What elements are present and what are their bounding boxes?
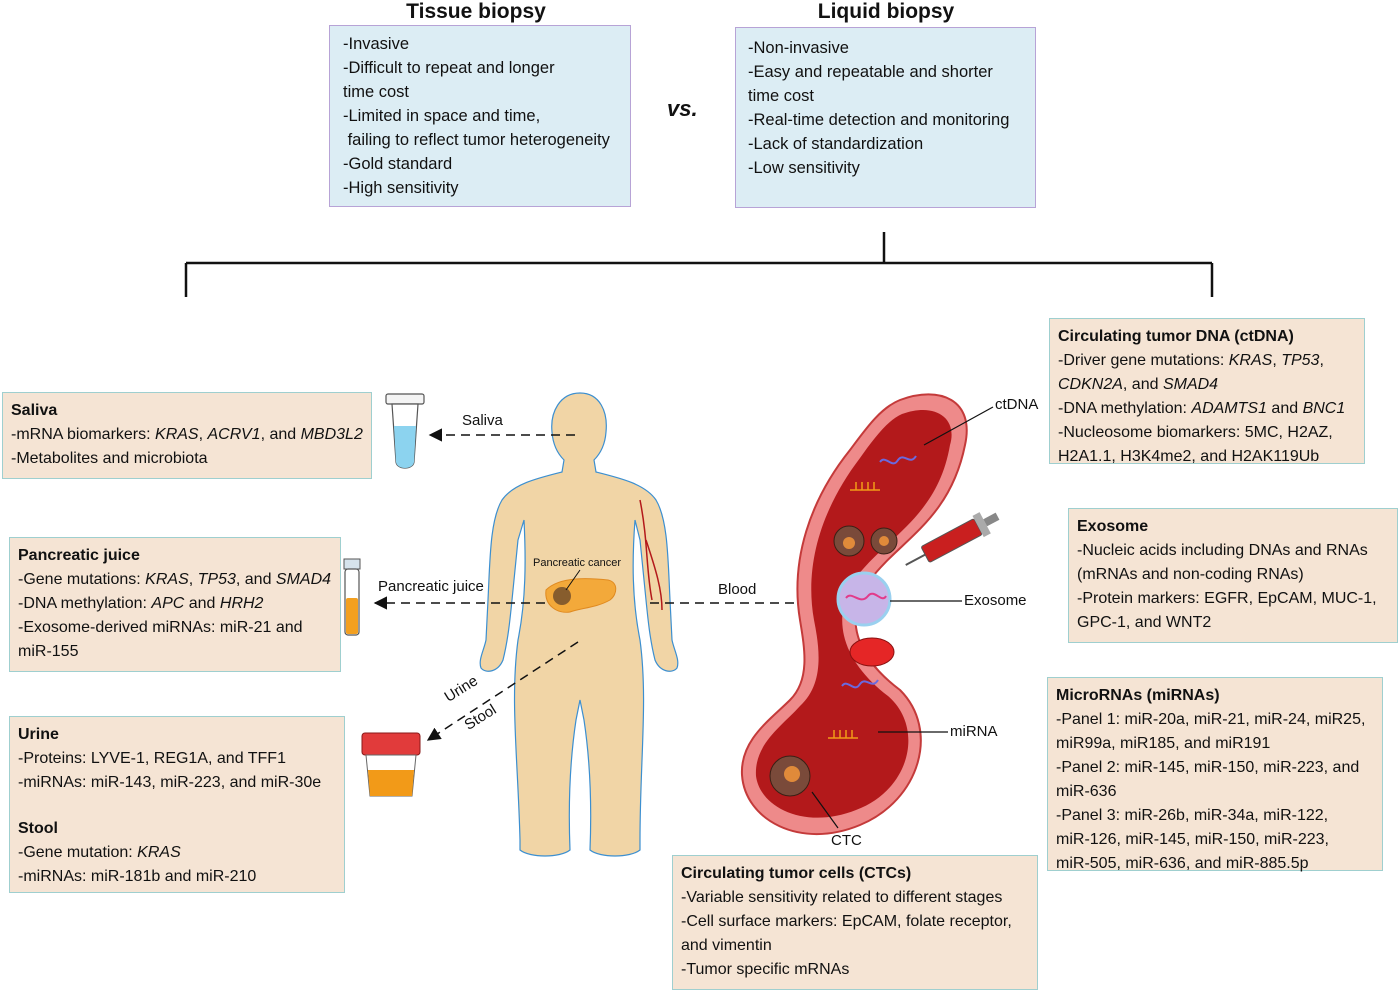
tissue-item: -High sensitivity	[343, 179, 459, 197]
pj-line-2: -DNA methylation: APC and HRH2	[18, 595, 264, 612]
ctdna-line-3: -DNA methylation: ADAMTS1 and BNC1	[1058, 400, 1346, 417]
urine-line-1: -Proteins: LYVE-1, REG1A, and TFF1	[18, 750, 286, 767]
stool-line-1: -Gene mutation: KRAS	[18, 844, 181, 861]
exosome-title: Exosome	[1077, 518, 1149, 535]
saliva-title: Saliva	[11, 402, 58, 419]
pancreatic-cancer-label: Pancreatic cancer	[533, 557, 622, 569]
mirna-item: -Panel 1: miR-20a, miR-21, miR-24, miR25…	[1056, 711, 1366, 728]
pj-line-3: -Exosome-derived miRNAs: miR-21 and	[18, 619, 303, 636]
tissue-item: time cost	[343, 83, 410, 101]
dashed-arrows	[373, 428, 814, 741]
pancreatic-juice-box: Pancreatic juice -Gene mutations: KRAS, …	[9, 537, 341, 672]
exosome-box: Exosome -Nucleic acids including DNAs an…	[1068, 508, 1398, 643]
saliva-box: Saliva -mRNA biomarkers: KRAS, ACRV1, an…	[2, 392, 372, 479]
tissue-item: -Gold standard	[343, 155, 453, 173]
pj-line-1: -Gene mutations: KRAS, TP53, and SMAD4	[18, 571, 332, 588]
liquid-biopsy-box: -Non-invasive -Easy and repeatable and s…	[735, 27, 1036, 208]
branch-bracket	[184, 232, 1214, 297]
mirna-title: MicroRNAs (miRNAs)	[1056, 687, 1220, 704]
urine-title: Urine	[18, 726, 59, 743]
mirna-item: -Panel 3: miR-26b, miR-34a, miR-122,	[1056, 807, 1329, 824]
exosome-item: GPC-1, and WNT2	[1077, 614, 1212, 631]
tissue-biopsy-title: Tissue biopsy	[406, 0, 546, 23]
exosome-item: -Protein markers: EGFR, EpCAM, MUC-1,	[1077, 590, 1377, 607]
mirna-item: miR-636	[1056, 783, 1117, 800]
pancreatic-juice-title: Pancreatic juice	[18, 547, 140, 564]
liquid-item: -Non-invasive	[748, 39, 849, 57]
blood-label: Blood	[718, 581, 757, 598]
juice-tube-illustration	[343, 558, 361, 636]
vs-label: vs.	[667, 96, 698, 121]
ctdna-label: ctDNA	[995, 396, 1039, 413]
liquid-item: time cost	[748, 87, 815, 105]
liquid-item: -Easy and repeatable and shorter	[748, 63, 993, 81]
tissue-biopsy-box: -Invasive -Difficult to repeat and longe…	[329, 25, 631, 207]
blood-vessel-illustration	[740, 393, 1000, 835]
exosome-label: Exosome	[964, 592, 1027, 609]
pj-line-4: miR-155	[18, 643, 79, 660]
liquid-biopsy-title: Liquid biopsy	[817, 0, 955, 23]
mirna-item: miR-126, miR-145, miR-150, miR-223,	[1056, 831, 1329, 848]
mirna-label: miRNA	[950, 723, 998, 740]
urine-cup-illustration	[361, 732, 421, 797]
syringe	[905, 512, 1000, 566]
saliva-line-1: -mRNA biomarkers: KRAS, ACRV1, and MBD3L…	[11, 426, 363, 443]
ctc-title: Circulating tumor cells (CTCs)	[681, 865, 912, 882]
stool-line-2: -miRNAs: miR-181b and miR-210	[18, 868, 257, 885]
mirna-item: miR99a, miR185, and miR191	[1056, 735, 1271, 752]
tissue-item: -Limited in space and time,	[343, 107, 541, 125]
ctdna-line-5: H2A1.1, H3K4me2, and H2AK119Ub	[1058, 448, 1320, 465]
mirna-box: MicroRNAs (miRNAs) -Panel 1: miR-20a, mi…	[1047, 677, 1383, 872]
ctc-item: and vimentin	[681, 937, 772, 954]
tissue-item: failing to reflect tumor heterogeneity	[343, 131, 610, 149]
ctc-box: Circulating tumor cells (CTCs) -Variable…	[672, 855, 1038, 990]
ctc-item: -Variable sensitivity related to differe…	[681, 889, 1003, 906]
stool-title: Stool	[18, 820, 58, 837]
tissue-item: -Invasive	[343, 35, 410, 53]
tissue-item: -Difficult to repeat and longer	[343, 59, 555, 77]
ctc-label: CTC	[831, 832, 862, 849]
liquid-item: -Lack of standardization	[748, 135, 924, 153]
ctdna-line-1: -Driver gene mutations: KRAS, TP53,	[1058, 352, 1324, 369]
mirna-item: miR-505, miR-636, and miR-885.5p	[1056, 855, 1309, 872]
leader-lines	[811, 406, 994, 829]
saliva-label: Saliva	[462, 412, 503, 429]
exosome-item: (mRNAs and non-coding RNAs)	[1077, 566, 1304, 583]
pancreas-shape	[545, 569, 617, 613]
liquid-item: -Low sensitivity	[748, 159, 860, 177]
human-body-figure	[479, 392, 679, 857]
ctc-item: -Tumor specific mRNAs	[681, 961, 850, 978]
saliva-line-2: -Metabolites and microbiota	[11, 450, 208, 467]
ctdna-box: Circulating tumor DNA (ctDNA) -Driver ge…	[1049, 318, 1365, 465]
urine-line-2: -miRNAs: miR-143, miR-223, and miR-30e	[18, 774, 322, 791]
urine-stool-box: Urine -Proteins: LYVE-1, REG1A, and TFF1…	[9, 716, 345, 893]
exosome-item: -Nucleic acids including DNAs and RNAs	[1077, 542, 1368, 559]
ctdna-line-4: -Nucleosome biomarkers: 5MC, H2AZ,	[1058, 424, 1333, 441]
pancreatic-juice-label: Pancreatic juice	[378, 578, 484, 595]
saliva-tube-illustration	[385, 393, 425, 469]
mirna-item: -Panel 2: miR-145, miR-150, miR-223, and	[1056, 759, 1360, 776]
ctdna-line-2: CDKN2A, and SMAD4	[1058, 376, 1219, 393]
liquid-item: -Real-time detection and monitoring	[748, 111, 1010, 129]
ctc-item: -Cell surface markers: EpCAM, folate rec…	[681, 913, 1012, 930]
ctdna-title: Circulating tumor DNA (ctDNA)	[1058, 328, 1294, 345]
